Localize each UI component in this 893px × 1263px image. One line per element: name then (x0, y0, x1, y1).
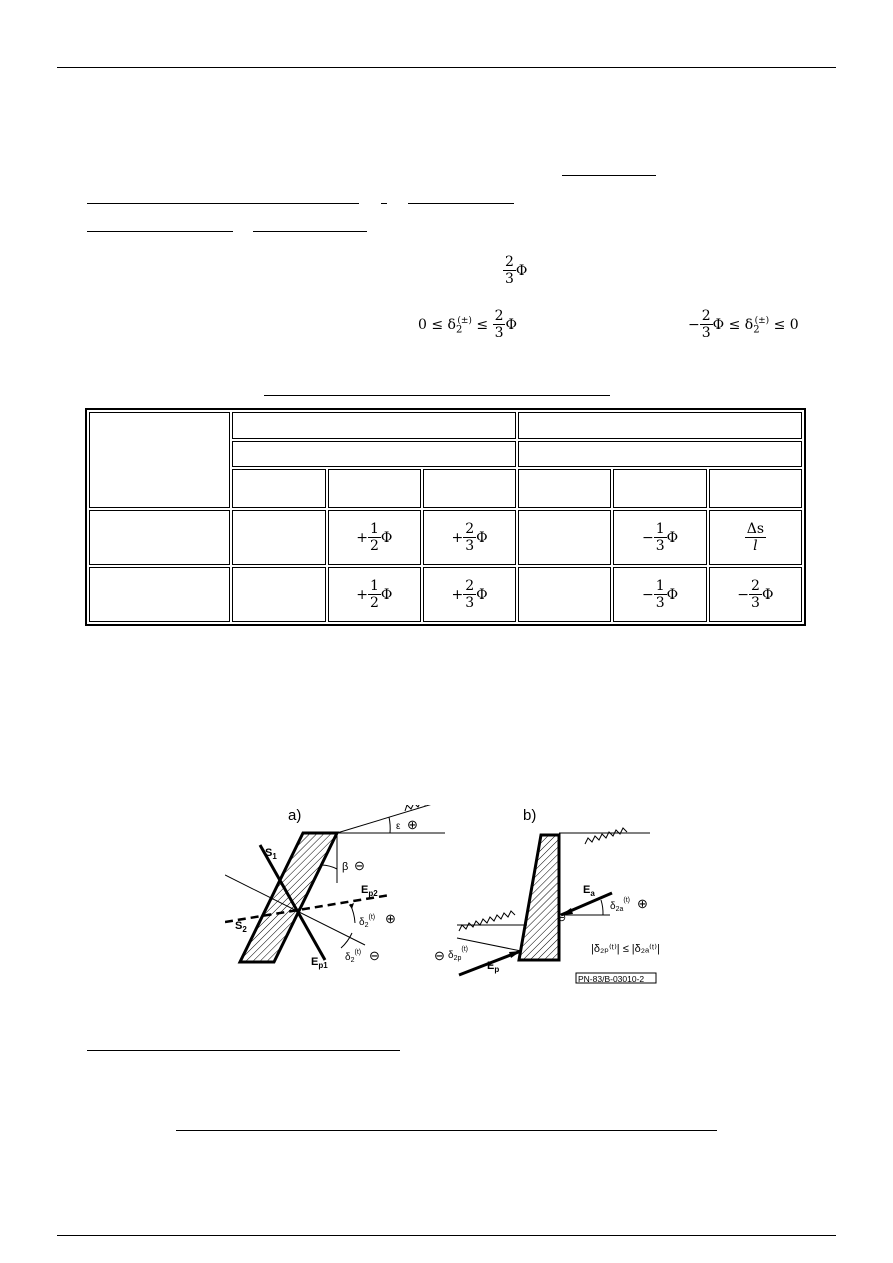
wall-friction-figure: a) ε ⊕ β ⊖ S1 S2 Ep2 Ep1 δ2(t) ⊕ δ2(t) ⊖… (225, 805, 660, 984)
figure-b-condition: |δ₂ₚ⁽ᵗ⁾| ≤ |δ₂ₐ⁽ᵗ⁾| (591, 943, 660, 955)
figure-a-delta-minus: δ2(t) (345, 949, 361, 964)
table-row-label (89, 510, 231, 565)
figure-label-a: a) (288, 807, 301, 824)
figure-a-s1: S1 (265, 847, 277, 861)
underline-1 (562, 175, 656, 176)
figure-label-b: b) (523, 807, 536, 824)
footer-rule (57, 1235, 836, 1236)
table-header-right (518, 412, 802, 439)
table-col-head (518, 469, 612, 508)
figure-a-minus: ⊖ (354, 858, 365, 873)
figure-a-delta-minus-sign: ⊖ (369, 948, 380, 963)
figure-b-minus-mark: ⊖ (557, 912, 566, 924)
table-cell (518, 567, 612, 622)
table-col-head (232, 469, 326, 508)
figure-b-delta-p: δ2p(t) (448, 946, 468, 962)
figure-a-delta-plus: δ2(t) (359, 914, 375, 929)
figure-a-beta: β (342, 861, 348, 873)
figure-a-ep1: Ep1 (311, 956, 328, 970)
table-header-left (232, 412, 517, 439)
table-cell (232, 567, 326, 622)
underline-5 (87, 231, 233, 232)
header-rule (57, 67, 836, 68)
underline-2 (87, 203, 359, 204)
underline-7 (264, 395, 610, 396)
table-col-head (422, 469, 517, 508)
table-col-head (708, 469, 802, 508)
figure-b-ea: Ea (583, 884, 595, 898)
figure-b-delta-a: δ2a(t) (610, 897, 630, 913)
figure-b-ep: Ep (487, 960, 499, 974)
table-row-label (89, 567, 231, 622)
table-col-head (613, 469, 707, 508)
table-cell (518, 510, 612, 565)
underline-4 (408, 203, 514, 204)
figure-b-delta-p-sign: ⊖ (434, 948, 445, 963)
underline-8 (87, 1050, 400, 1051)
underline-9 (176, 1130, 717, 1131)
underline-3 (381, 203, 387, 204)
figure-a-ep2: Ep2 (361, 884, 378, 898)
figure-a-plus: ⊕ (407, 817, 418, 832)
figure-reference: PN-83/B-03010-2 (578, 974, 644, 984)
figure-a-epsilon: ε (396, 821, 401, 832)
table-cell (232, 510, 326, 565)
table-subheader-left (232, 441, 517, 467)
table-corner-cell (89, 412, 231, 508)
table-col-head (327, 469, 421, 508)
figure-a-delta-plus-sign: ⊕ (385, 911, 396, 926)
figure-b-delta-a-sign: ⊕ (637, 896, 648, 911)
table-subheader-right (518, 441, 802, 467)
underline-6 (253, 231, 367, 232)
figure-a-s2: S2 (235, 920, 247, 934)
